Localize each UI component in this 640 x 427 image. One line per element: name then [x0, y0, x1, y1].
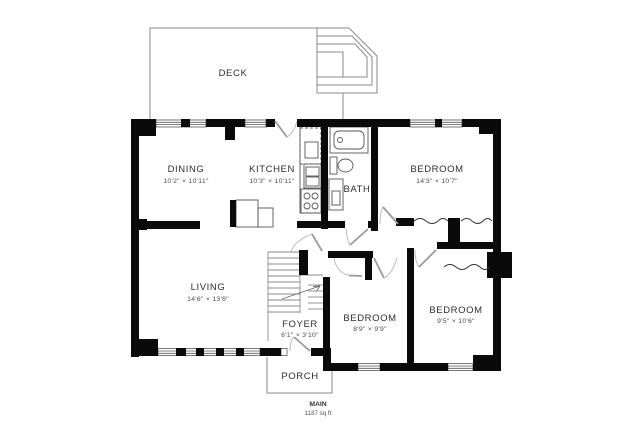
- bath-fixtures: [328, 126, 369, 211]
- stove: [300, 188, 322, 214]
- room-label-deck: DECK: [219, 68, 248, 79]
- floor-area-label: 1187 sq ft: [305, 410, 332, 417]
- room-dims-dining: 10'2" × 10'11": [163, 178, 209, 185]
- kitchen-peninsula: [235, 199, 259, 228]
- stair-direction-arrow: [281, 285, 321, 300]
- bath-door-leaf: [349, 228, 369, 246]
- closet-rods: [413, 218, 493, 270]
- room-label-foyer: FOYER: [282, 319, 318, 330]
- kitchen-fixtures: [235, 127, 322, 228]
- deck-door-leaf: [274, 120, 288, 138]
- room-label-living: LIVING: [191, 282, 226, 293]
- chimney: [487, 252, 512, 278]
- room-label-bedroom-mid: BEDROOM: [343, 313, 396, 324]
- bath-sink: [328, 178, 344, 211]
- room-dims-bedroom-mid: 8'9" × 9'9": [353, 326, 387, 333]
- toilet-tank: [329, 156, 338, 175]
- room-dims-living: 14'6" × 13'6": [187, 296, 229, 303]
- toilet-bowl: [337, 158, 354, 173]
- bedroom-right-door-leaf: [418, 249, 437, 268]
- deck-outline: [149, 27, 378, 119]
- entry-door-leaf: [293, 336, 311, 352]
- bedroom-top-door-leaf: [382, 206, 399, 225]
- closet-mid-door-leaf: [348, 274, 363, 277]
- staircase: [267, 251, 323, 341]
- doors: [274, 120, 437, 352]
- room-dims-kitchen: 10'3" × 10'11": [249, 178, 295, 185]
- room-label-kitchen: KITCHEN: [249, 164, 295, 175]
- room-label-porch: PORCH: [281, 371, 318, 382]
- room-dims-foyer: 6'1" × 3'10": [281, 332, 319, 339]
- room-dims-bedroom-right: 9'5" × 10'6": [437, 318, 475, 325]
- room-label-dining: DINING: [168, 164, 205, 175]
- kitchen-hall-door-leaf: [311, 233, 323, 252]
- floor-level-label: MAIN: [309, 401, 326, 408]
- walls: [131, 119, 512, 371]
- room-label-bedroom-top: BEDROOM: [410, 164, 463, 175]
- room-dims-bedroom-top: 14'3" × 10'7": [416, 178, 458, 185]
- bedroom-mid-door-leaf: [373, 257, 385, 279]
- room-label-bedroom-right: BEDROOM: [429, 305, 482, 316]
- room-label-bath: BATH: [343, 184, 370, 195]
- porch-outline: [266, 357, 333, 394]
